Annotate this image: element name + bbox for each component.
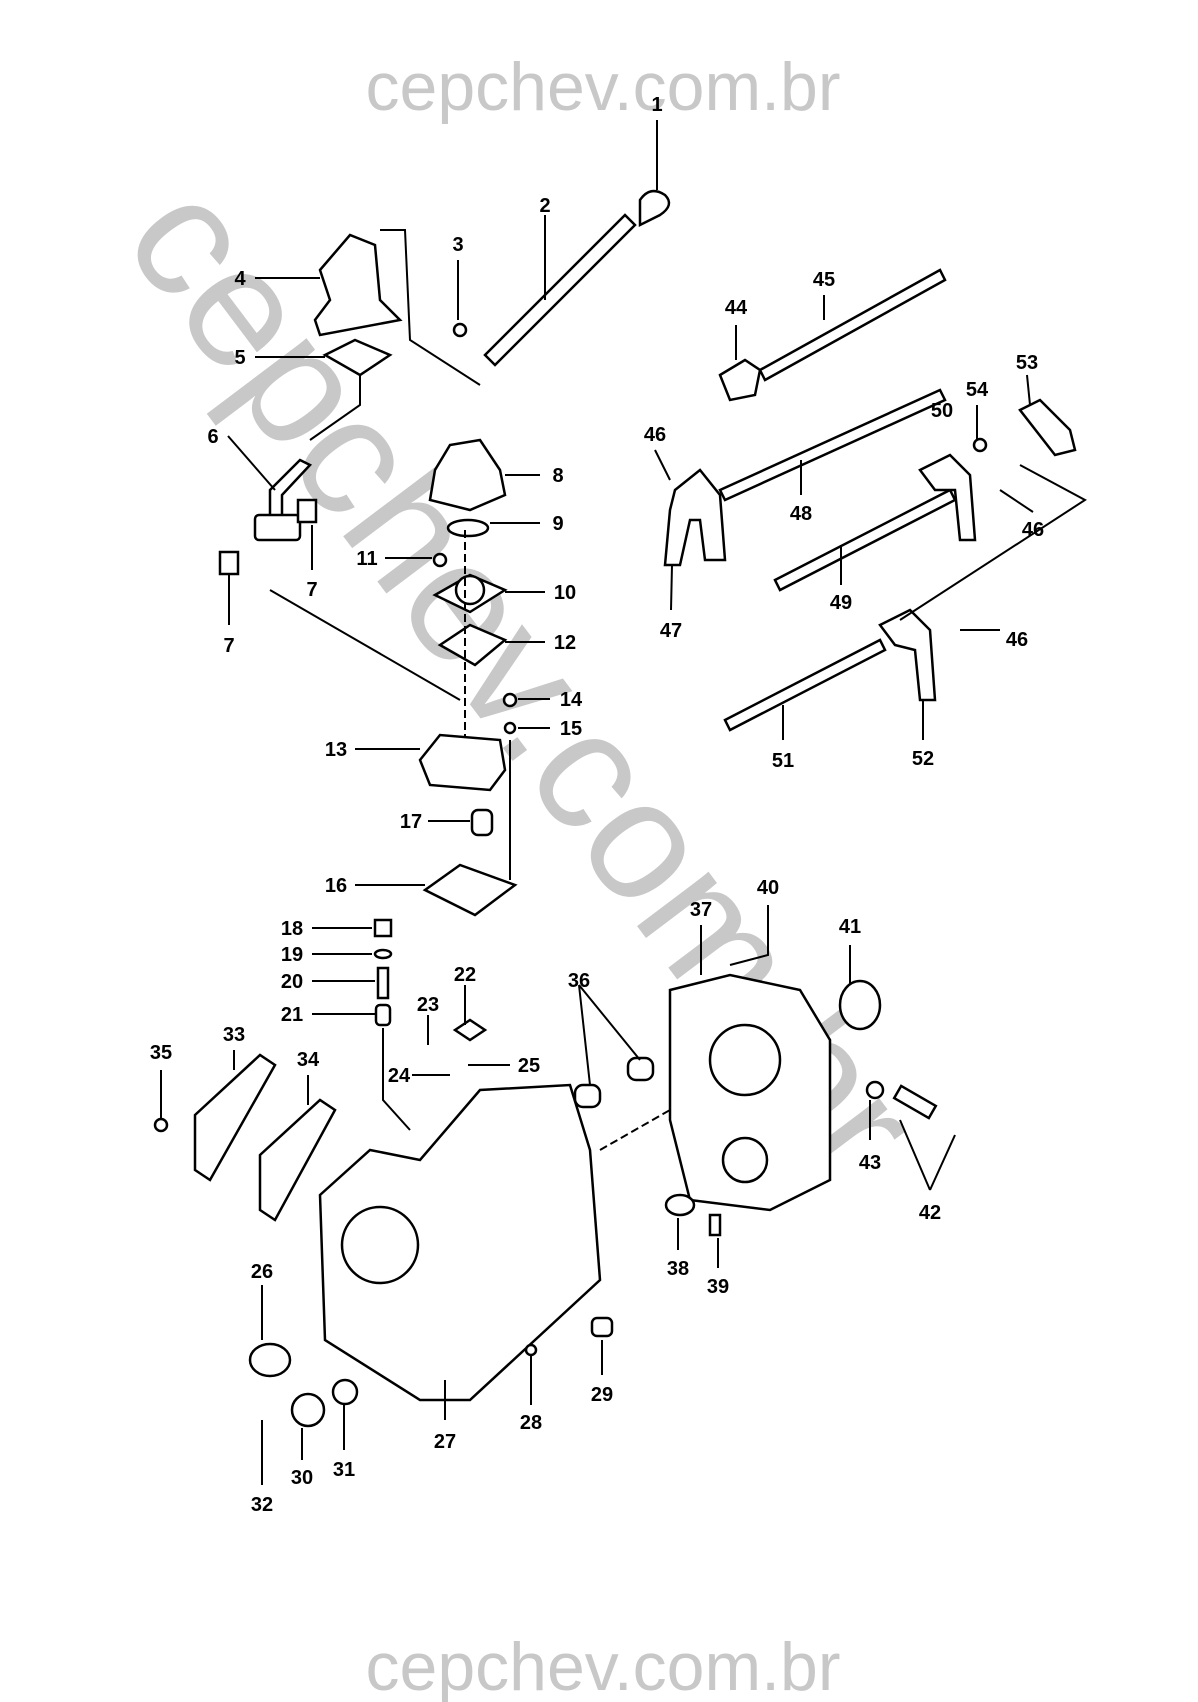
part-shapes — [153, 120, 1087, 1485]
part-label: 24 — [388, 1065, 411, 1087]
part-label: 41 — [839, 916, 861, 938]
part-number-labels: 1 2 3 4 5 6 7 7 8 9 10 11 12 13 14 15 16… — [150, 94, 1044, 1516]
watermark-bottom: cepchev.com.br — [366, 1629, 841, 1702]
part-label: 25 — [518, 1055, 540, 1077]
part-label: 40 — [757, 877, 779, 899]
part-label: 26 — [251, 1261, 273, 1283]
part-label: 33 — [223, 1024, 245, 1046]
part-label: 54 — [966, 379, 989, 401]
part-label: 28 — [520, 1412, 542, 1434]
part-label: 51 — [772, 750, 794, 772]
part-label: 35 — [150, 1042, 172, 1064]
part-label: 23 — [417, 994, 439, 1016]
part-label: 45 — [813, 269, 835, 291]
part-label: 4 — [234, 268, 246, 290]
part-label: 22 — [454, 964, 476, 986]
part-label: 14 — [560, 689, 583, 711]
part-label: 11 — [356, 548, 377, 570]
part-label: 38 — [667, 1258, 689, 1280]
part-label: 50 — [931, 400, 953, 422]
part-label: 43 — [859, 1152, 881, 1174]
part-label: 52 — [912, 748, 934, 770]
part-label: 30 — [291, 1467, 313, 1489]
part-label: 27 — [434, 1431, 456, 1453]
part-label: 15 — [560, 718, 582, 740]
watermark-top: cepchev.com.br — [366, 49, 841, 125]
part-label: 1 — [651, 94, 662, 116]
part-label: 17 — [400, 811, 422, 833]
part-label: 48 — [790, 503, 812, 525]
part-label: 46 — [1022, 519, 1044, 541]
part-label: 7 — [306, 579, 317, 601]
part-label: 6 — [207, 426, 218, 448]
part-label: 31 — [333, 1459, 355, 1481]
part-label: 46 — [1006, 629, 1028, 651]
part-label: 53 — [1016, 352, 1038, 374]
part-label: 32 — [251, 1494, 273, 1516]
part-label: 39 — [707, 1276, 729, 1298]
part-label: 12 — [554, 632, 576, 654]
part-label: 49 — [830, 592, 852, 614]
part-label: 29 — [591, 1384, 613, 1406]
part-label: 19 — [281, 944, 303, 966]
part-label: 36 — [568, 970, 590, 992]
part-label: 42 — [919, 1202, 941, 1224]
part-label: 16 — [325, 875, 347, 897]
part-label: 47 — [660, 620, 682, 642]
part-label: 37 — [690, 899, 712, 921]
part-label: 8 — [552, 465, 563, 487]
part-label: 21 — [281, 1004, 303, 1026]
part-label: 5 — [234, 347, 245, 369]
part-label: 7 — [223, 635, 234, 657]
part-label: 9 — [552, 513, 563, 535]
part-label: 2 — [539, 195, 550, 217]
part-label: 46 — [644, 424, 666, 446]
part-label: 44 — [725, 297, 748, 319]
part-label: 34 — [297, 1049, 320, 1071]
part-label: 18 — [281, 918, 303, 940]
part-label: 10 — [554, 582, 576, 604]
part-label: 3 — [452, 234, 463, 256]
part-label: 13 — [325, 739, 347, 761]
part-label: 20 — [281, 971, 303, 993]
